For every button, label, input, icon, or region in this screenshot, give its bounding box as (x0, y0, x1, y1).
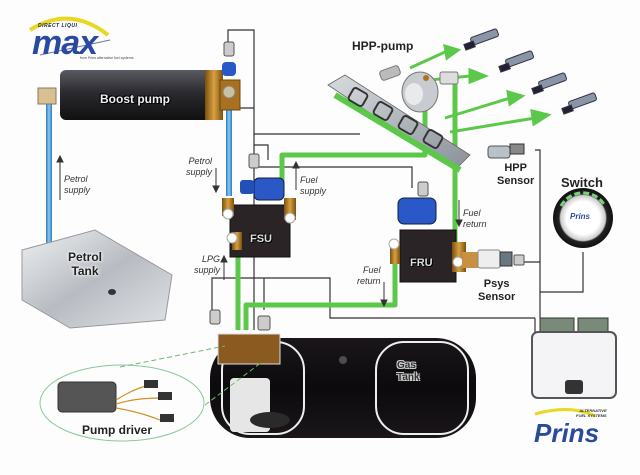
prins-swoosh (534, 408, 596, 418)
fru-label: FRU (410, 257, 433, 269)
fuel-return-left-line2: return (357, 276, 381, 286)
fuel-return-left-line1: Fuel (363, 265, 381, 275)
petrol-supply-left-label: Petrol supply (64, 174, 90, 196)
prins-logo: Prins (534, 418, 600, 448)
gas-tank-label: Gas Tank (397, 360, 420, 384)
pump-driver-label: Pump driver (82, 423, 153, 437)
petrol-lines (46, 100, 232, 278)
lpg-supply-line1: LPG (202, 254, 221, 264)
prins-tagline-line1: ALTERNATIVE (579, 408, 607, 413)
fuel-rail (327, 74, 471, 173)
petrol-supply-left-line1: Petrol (64, 174, 88, 184)
petrol-supply-mid-label: Petrol supply (186, 156, 212, 178)
fuel-supply-label: Fuel supply (300, 175, 326, 197)
logo-direct-liqui: DIRECT LIQUI (38, 23, 78, 29)
hpp-sensor-label: HPP Sensor (497, 162, 534, 188)
hpp-pump-label: HPP-pump (352, 39, 414, 53)
petrol-tank-graphic (21, 229, 173, 329)
fuel-return-right-label: Fuel return (463, 208, 487, 230)
gas-tank-label-line1: Gas (397, 360, 416, 371)
petrol-supply-left-line2: supply (64, 185, 91, 195)
injectors (463, 28, 597, 115)
gas-tank-label-line2: Tank (397, 372, 420, 383)
petrol-tank-label: Petrol Tank (68, 250, 102, 278)
switch-graphic (553, 188, 613, 248)
lpg-supply-label: LPG supply (194, 254, 220, 276)
fru-graphic (388, 197, 486, 283)
gas-tank-graphic (210, 333, 476, 438)
hpp-sensor-label-line1: HPP (504, 162, 527, 174)
fsu-graphic (222, 177, 296, 258)
fuel-return-left-label: Fuel return (357, 265, 381, 287)
fuel-return-right-line2: return (463, 219, 487, 229)
petrol-tank-label-line1: Petrol (68, 250, 103, 264)
lpg-supply-line2: supply (194, 265, 221, 275)
petrol-supply-mid-line2: supply (186, 167, 213, 177)
logo-max: max (32, 24, 98, 62)
logo-swoosh (28, 16, 111, 56)
petrol-tank-label-line2: Tank (71, 264, 99, 278)
boost-pump-graphic (37, 62, 241, 120)
fuel-return-right-line1: Fuel (463, 208, 481, 218)
hpp-sensor-label-line2: Sensor (497, 175, 535, 187)
psys-sensor-label: Psys Sensor (478, 278, 515, 304)
psys-sensor-label-line2: Sensor (478, 291, 516, 303)
psys-sensor-graphic (477, 249, 513, 269)
wire-connectors (209, 41, 525, 331)
fuel-supply-line1: Fuel (300, 175, 318, 185)
logo-tagline: from Prins alternative fuel systems (80, 56, 134, 60)
petrol-supply-mid-line1: Petrol (188, 156, 213, 166)
flow-arrows (56, 154, 463, 308)
boost-pump-label: Boost pump (100, 92, 170, 106)
fuel-supply-line2: supply (300, 186, 327, 196)
ecu-graphic (531, 317, 617, 399)
switch-label: Switch (561, 175, 603, 190)
injection-arrows (409, 43, 552, 134)
switch-brand[interactable]: Prins (570, 212, 591, 221)
prins-tagline-line2: FUEL SYSTEMS (576, 413, 607, 418)
pump-driver-callout (39, 345, 263, 442)
prins-tagline: ALTERNATIVE FUEL SYSTEMS (576, 408, 607, 418)
psys-sensor-label-line1: Psys (483, 278, 510, 290)
fsu-label: FSU (250, 233, 272, 245)
hpp-pump-graphic (379, 65, 459, 113)
hpp-sensor-graphic (487, 143, 525, 159)
